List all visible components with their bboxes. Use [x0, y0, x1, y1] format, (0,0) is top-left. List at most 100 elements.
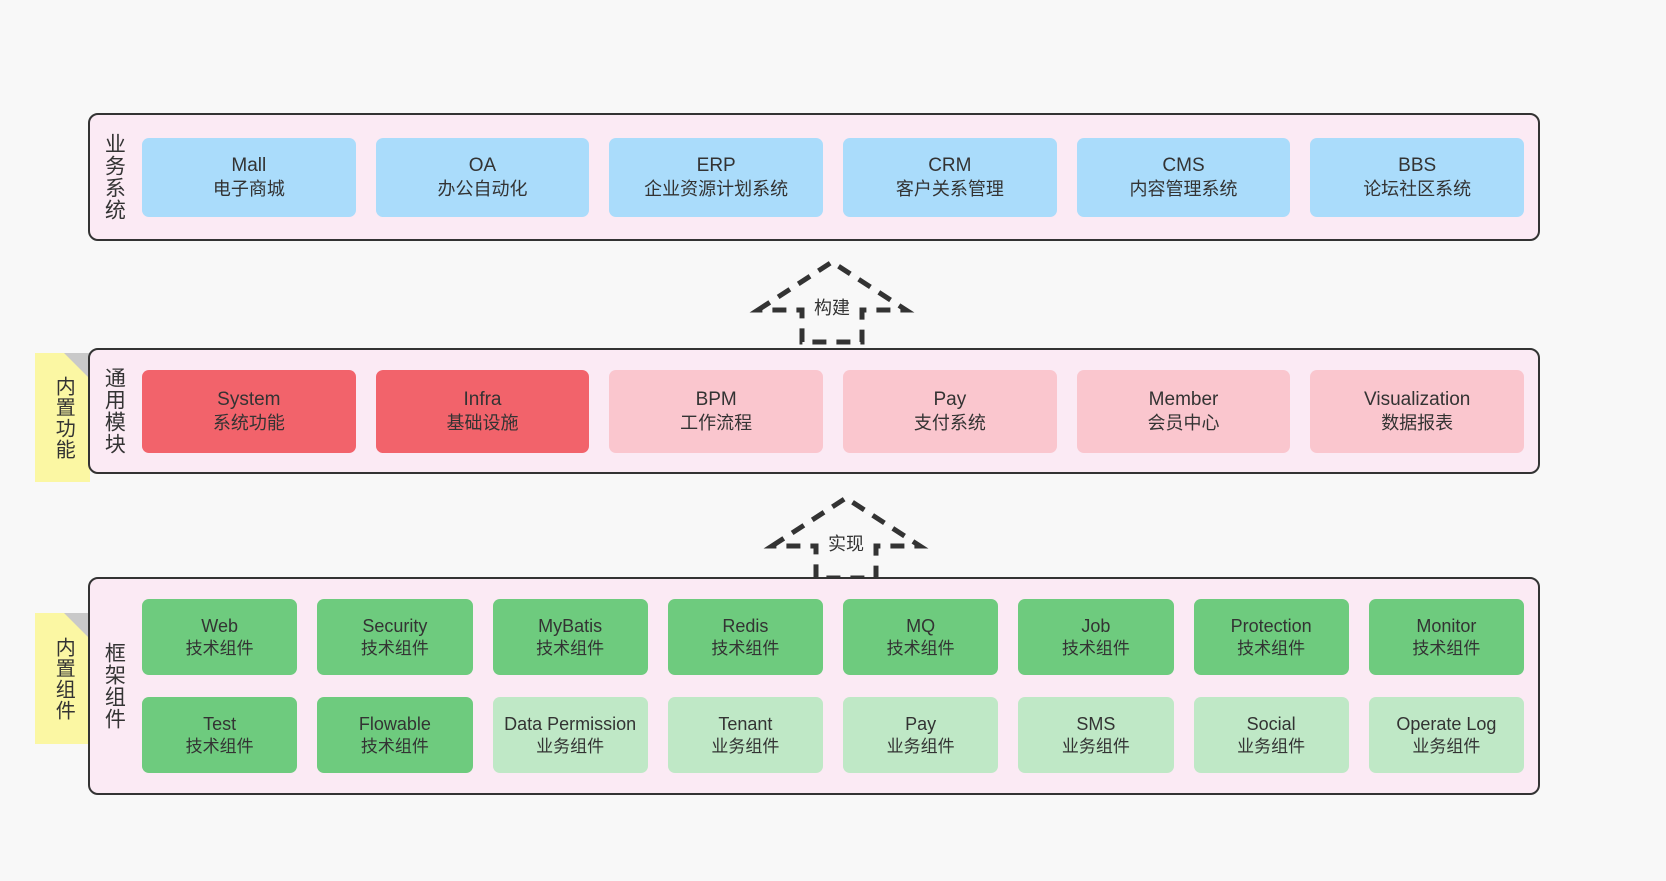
card-erp[interactable]: ERP 企业资源计划系统	[609, 137, 824, 217]
card-data-permission-name: Data Permission	[504, 713, 637, 734]
card-tenant[interactable]: Tenant 业务组件	[667, 697, 823, 773]
card-sms[interactable]: SMS 业务组件	[1018, 697, 1174, 773]
card-erp-desc: 企业资源计划系统	[644, 178, 789, 199]
card-bbs-name: BBS	[1398, 154, 1437, 176]
card-social[interactable]: Social 业务组件	[1193, 697, 1349, 773]
card-infra[interactable]: Infra 基础设施	[375, 369, 590, 453]
card-protection[interactable]: Protection 技术组件	[1193, 599, 1349, 675]
layer-framework-components-title: 框架组件	[102, 642, 126, 730]
card-protection-desc: 技术组件	[1237, 638, 1306, 658]
business-card-row: Mall 电子商城 OA 办公自动化 ERP 企业资源计划系统 CRM 客户关系…	[142, 137, 1525, 217]
card-mall[interactable]: Mall 电子商城	[142, 137, 356, 217]
card-sms-desc: 业务组件	[1061, 736, 1130, 756]
card-infra-name: Infra	[463, 388, 502, 410]
card-bpm[interactable]: BPM 工作流程	[609, 369, 824, 453]
card-test[interactable]: Test 技术组件	[142, 697, 298, 773]
card-visualization[interactable]: Visualization 数据报表	[1310, 369, 1525, 453]
common-card-row: System 系统功能 Infra 基础设施 BPM 工作流程 Pay 支付系统…	[142, 369, 1525, 453]
card-mq-name: MQ	[906, 615, 936, 636]
card-bpm-desc: 工作流程	[680, 412, 753, 433]
card-redis-name: Redis	[722, 615, 769, 636]
card-data-permission-desc: 业务组件	[536, 736, 605, 756]
card-monitor[interactable]: Monitor 技术组件	[1368, 599, 1524, 675]
card-member-name: Member	[1148, 388, 1219, 410]
card-operate-log[interactable]: Operate Log 业务组件	[1368, 697, 1524, 773]
card-flowable-name: Flowable	[358, 713, 431, 734]
card-monitor-desc: 技术组件	[1412, 638, 1481, 658]
card-security-desc: 技术组件	[360, 638, 429, 658]
card-flowable[interactable]: Flowable 技术组件	[317, 697, 473, 773]
card-cms[interactable]: CMS 内容管理系统	[1076, 137, 1291, 217]
card-pay-component-name: Pay	[905, 713, 937, 734]
card-oa-name: OA	[468, 154, 497, 176]
card-visualization-name: Visualization	[1364, 388, 1471, 410]
card-operate-log-desc: 业务组件	[1412, 736, 1481, 756]
card-system[interactable]: System 系统功能	[142, 369, 356, 453]
card-data-permission[interactable]: Data Permission 业务组件	[492, 697, 648, 773]
card-test-desc: 技术组件	[185, 736, 254, 756]
card-pay-module-desc: 支付系统	[913, 412, 986, 433]
card-social-desc: 业务组件	[1237, 736, 1306, 756]
card-flowable-desc: 技术组件	[360, 736, 429, 756]
card-visualization-desc: 数据报表	[1381, 412, 1454, 433]
card-tenant-desc: 业务组件	[711, 736, 780, 756]
card-member-desc: 会员中心	[1147, 412, 1220, 433]
card-mq-desc: 技术组件	[886, 638, 955, 658]
card-social-name: Social	[1246, 713, 1296, 734]
card-web-name: Web	[201, 615, 238, 636]
card-mybatis-name: MyBatis	[538, 615, 603, 636]
layer-business-system-title: 业务系统	[102, 133, 126, 221]
layer-common-modules-title: 通用模块	[102, 367, 126, 455]
card-pay-component-desc: 业务组件	[886, 736, 955, 756]
card-mybatis-desc: 技术组件	[536, 638, 605, 658]
card-mq[interactable]: MQ 技术组件	[843, 599, 999, 675]
card-test-name: Test	[203, 713, 237, 734]
layer-common-modules-body: System 系统功能 Infra 基础设施 BPM 工作流程 Pay 支付系统…	[136, 350, 1538, 472]
card-oa-desc: 办公自动化	[437, 178, 528, 199]
card-mall-desc: 电子商城	[212, 178, 285, 199]
layer-common-modules: 通用模块 System 系统功能 Infra 基础设施 BPM 工作流程 Pay…	[88, 348, 1540, 474]
card-redis[interactable]: Redis 技术组件	[667, 599, 823, 675]
card-crm[interactable]: CRM 客户关系管理	[843, 137, 1057, 217]
arrow-realize-label: 实现	[828, 534, 864, 554]
card-cms-desc: 内容管理系统	[1129, 178, 1238, 199]
card-mall-name: Mall	[231, 154, 267, 176]
card-web[interactable]: Web 技术组件	[142, 599, 298, 675]
note-builtin-components-label: 内置组件	[52, 636, 75, 721]
layer-framework-components-body: Web 技术组件 Security 技术组件 MyBatis 技术组件 Redi…	[136, 579, 1538, 793]
card-member[interactable]: Member 会员中心	[1076, 369, 1291, 453]
layer-business-system: 业务系统 Mall 电子商城 OA 办公自动化 ERP 企业资源计划系统 CRM…	[88, 113, 1540, 241]
card-oa[interactable]: OA 办公自动化	[375, 137, 590, 217]
card-sms-name: SMS	[1076, 713, 1116, 734]
card-protection-name: Protection	[1230, 615, 1312, 636]
card-pay-module-name: Pay	[933, 388, 967, 410]
card-job-name: Job	[1081, 615, 1111, 636]
card-job[interactable]: Job 技术组件	[1018, 599, 1174, 675]
arrow-realize: 实现	[763, 494, 929, 581]
card-pay-component[interactable]: Pay 业务组件	[843, 697, 999, 773]
arrow-build: 构建	[749, 258, 915, 345]
card-pay-module[interactable]: Pay 支付系统	[843, 369, 1057, 453]
card-cms-name: CMS	[1162, 154, 1205, 176]
card-system-name: System	[217, 388, 281, 410]
card-system-desc: 系统功能	[212, 412, 285, 433]
card-bbs[interactable]: BBS 论坛社区系统	[1310, 137, 1525, 217]
note-builtin-components: 内置组件	[35, 613, 90, 744]
card-monitor-name: Monitor	[1416, 615, 1477, 636]
card-operate-log-name: Operate Log	[1396, 713, 1497, 734]
note-builtin-functions: 内置功能	[35, 353, 90, 482]
card-mybatis[interactable]: MyBatis 技术组件	[492, 599, 648, 675]
layer-framework-components: 框架组件 Web 技术组件 Security 技术组件 MyBatis 技术组件…	[88, 577, 1540, 795]
framework-business-row: Test 技术组件 Flowable 技术组件 Data Permission …	[142, 697, 1524, 773]
card-job-desc: 技术组件	[1061, 638, 1130, 658]
card-redis-desc: 技术组件	[711, 638, 780, 658]
card-bpm-name: BPM	[695, 388, 737, 410]
card-erp-name: ERP	[696, 154, 736, 176]
note-builtin-functions-label: 内置功能	[52, 375, 75, 460]
arrow-build-label: 构建	[814, 298, 850, 318]
card-security[interactable]: Security 技术组件	[317, 599, 473, 675]
layer-business-system-body: Mall 电子商城 OA 办公自动化 ERP 企业资源计划系统 CRM 客户关系…	[136, 115, 1538, 239]
card-crm-name: CRM	[928, 154, 972, 176]
card-security-name: Security	[362, 615, 428, 636]
